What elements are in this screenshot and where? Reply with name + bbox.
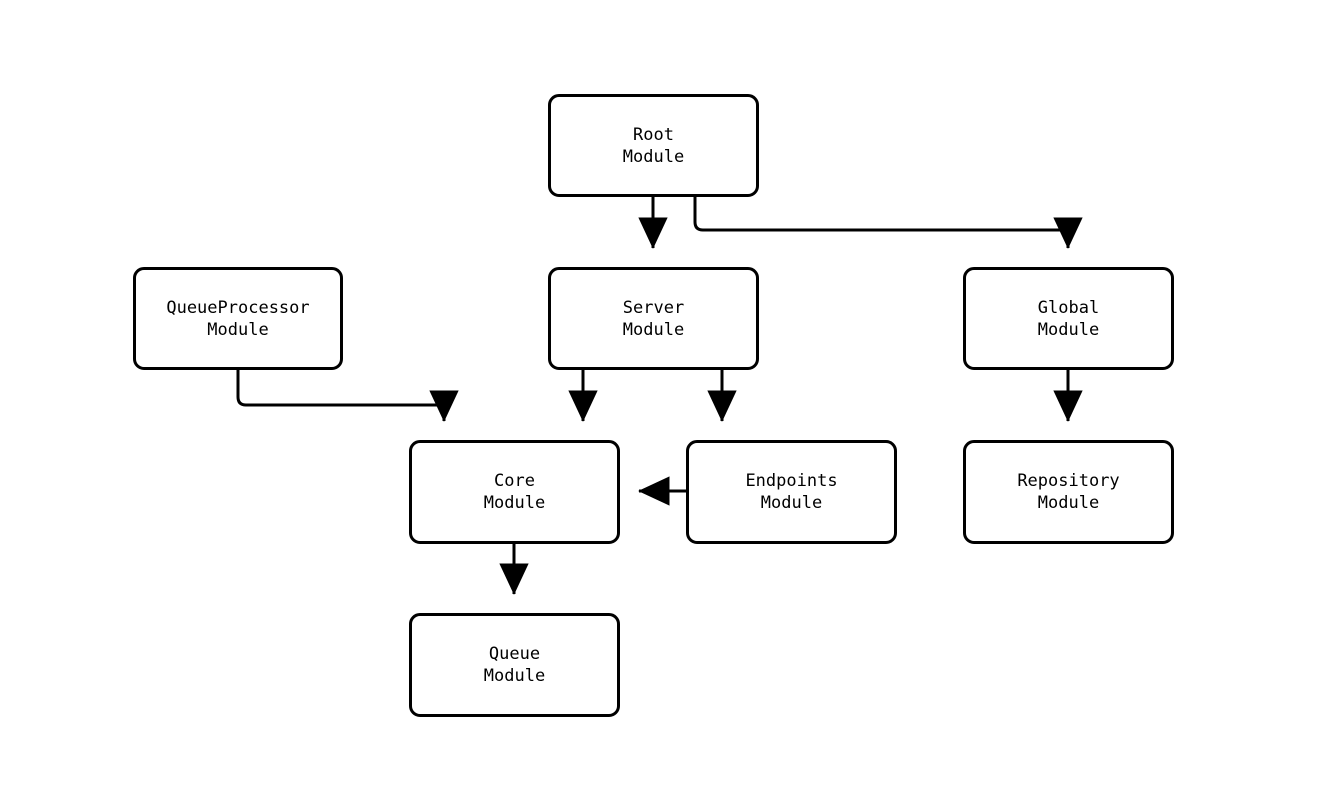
node-label-line1: Server [622,297,685,318]
node-endpoints-module[interactable]: Endpoints Module [686,440,897,544]
edge-queueprocessor-to-core [236,370,459,422]
node-server-module[interactable]: Server Module [548,267,759,370]
node-label-line1: Core [494,471,535,491]
edge-root-to-global [693,197,1083,249]
node-label-line2: Module [1037,319,1100,340]
node-label-line2: Module [207,319,269,340]
node-label-line1: Repository [1017,471,1120,491]
node-label-line2: Module [1037,493,1100,513]
node-label-line1: Global [1037,297,1100,318]
node-root-module[interactable]: Root Module [548,94,759,197]
node-label-line1: Root [633,124,674,145]
node-label-line2: Module [622,319,685,340]
node-label-line2: Module [483,666,546,686]
node-repository-module[interactable]: Repository Module [963,440,1174,544]
node-label-line2: Module [760,493,823,513]
node-label-line2: Module [622,146,685,167]
node-global-module[interactable]: Global Module [963,267,1174,370]
node-queueprocessor-module[interactable]: QueueProcessor Module [133,267,343,370]
node-label-line1: Queue [488,644,541,664]
node-queue-module[interactable]: Queue Module [409,613,620,717]
node-core-module[interactable]: Core Module [409,440,620,544]
node-label-line1: QueueProcessor [166,297,310,318]
node-label-line1: Endpoints [745,471,838,491]
node-label-line2: Module [483,493,546,513]
